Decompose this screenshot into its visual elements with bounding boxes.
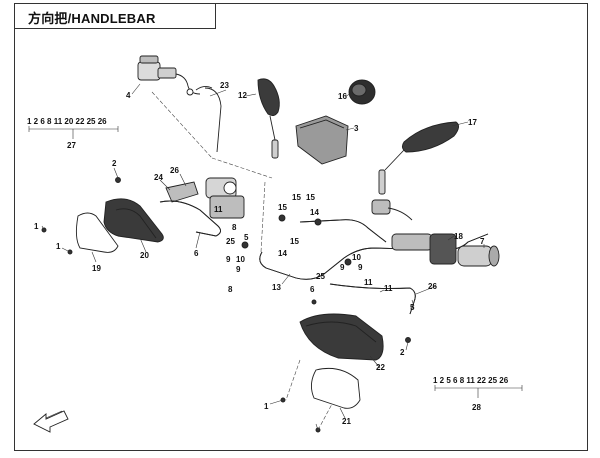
assembly-guide-lines	[151, 91, 333, 431]
right-lever-part	[371, 199, 413, 221]
callout-13: 13	[272, 283, 281, 292]
callout-9-left-b: 9	[236, 265, 241, 274]
round-cap-part	[348, 79, 376, 105]
callout-23: 23	[220, 81, 229, 90]
right-guard-bar-part	[329, 283, 416, 315]
left-guard-frame-part	[75, 212, 119, 253]
callout-26-left: 26	[170, 166, 179, 175]
left-mirror-part	[257, 78, 280, 159]
callout-8-lower: 8	[228, 285, 233, 294]
left-guard-bar-part	[159, 200, 221, 237]
front-direction-arrow-icon	[33, 410, 69, 433]
callout-11-right-b: 11	[384, 284, 393, 293]
right-grip-part	[429, 233, 500, 267]
callout-19: 19	[92, 264, 101, 273]
left-switch-part	[205, 177, 245, 219]
kit-28-items: 1 2 5 6 8 11 22 25 26	[433, 376, 509, 385]
callout-26-right: 26	[428, 282, 437, 291]
callout-15-c: 15	[306, 193, 315, 202]
callout-11-left: 11	[214, 205, 223, 214]
callout-6-left: 6	[194, 249, 199, 258]
callout-1-left-lower: 1	[56, 242, 61, 251]
left-bracket-part	[165, 181, 199, 203]
kit-27-number: 27	[67, 141, 76, 150]
callout-15-a: 15	[278, 203, 287, 212]
callout-14-lower: 14	[278, 249, 287, 258]
callout-6-right: 6	[310, 285, 315, 294]
callout-10-right: 10	[352, 253, 361, 262]
callout-9-left-a: 9	[226, 255, 231, 264]
title-box	[14, 3, 216, 29]
diagram-border	[14, 3, 588, 451]
cable-part	[204, 87, 222, 153]
callout-21: 21	[342, 417, 351, 426]
callout-5-upper: 5	[244, 233, 249, 242]
callout-15-d: 15	[290, 237, 299, 246]
callout-7: 7	[480, 237, 485, 246]
right-hand-guard-part	[299, 313, 384, 361]
callout-1-right: 1	[264, 402, 269, 411]
callout-12: 12	[238, 91, 247, 100]
kit-27-bracket: 1 2 6 8 11 20 22 25 26 27	[27, 117, 119, 150]
kit-27-items: 1 2 6 8 11 20 22 25 26	[27, 117, 107, 126]
callout-leaders	[41, 83, 485, 431]
callout-3: 3	[354, 124, 359, 133]
callout-17: 17	[468, 118, 477, 127]
callout-16: 16	[338, 92, 347, 101]
callout-2-left: 2	[112, 159, 117, 168]
callout-10-left: 10	[236, 255, 245, 264]
right-mirror-part	[378, 121, 459, 195]
callout-9-right-a: 9	[340, 263, 345, 272]
callout-18: 18	[454, 232, 463, 241]
callout-22: 22	[376, 363, 385, 372]
callout-8-upper: 8	[232, 223, 237, 232]
callout-25-left: 25	[226, 237, 235, 246]
left-hand-guard-part	[103, 198, 164, 243]
callout-11-right-a: 11	[364, 278, 373, 287]
fasteners	[41, 177, 411, 433]
callout-15-b: 15	[292, 193, 301, 202]
kit-28-number: 28	[472, 403, 481, 412]
callout-24: 24	[154, 173, 163, 182]
right-guard-frame-part	[311, 367, 361, 409]
callout-1-left: 1	[34, 222, 39, 231]
callout-20: 20	[140, 251, 149, 260]
callout-5-lower: 5	[410, 303, 415, 312]
callout-2-right: 2	[400, 348, 405, 357]
callout-9-right-b: 9	[358, 263, 363, 272]
kit-28-bracket: 1 2 5 6 8 11 22 25 26 28	[433, 376, 523, 412]
page-title: 方向把/HANDLEBAR	[28, 11, 156, 26]
brake-master-cylinder-part	[137, 55, 213, 96]
part-callouts: 4 23 12 16 3 17 2 26 24 11 1 1 19 20 6 8…	[34, 81, 485, 426]
callout-14-upper: 14	[310, 208, 319, 217]
callout-4: 4	[126, 91, 131, 100]
handlebar-cover-part	[295, 115, 349, 165]
callout-25-right: 25	[316, 272, 325, 281]
